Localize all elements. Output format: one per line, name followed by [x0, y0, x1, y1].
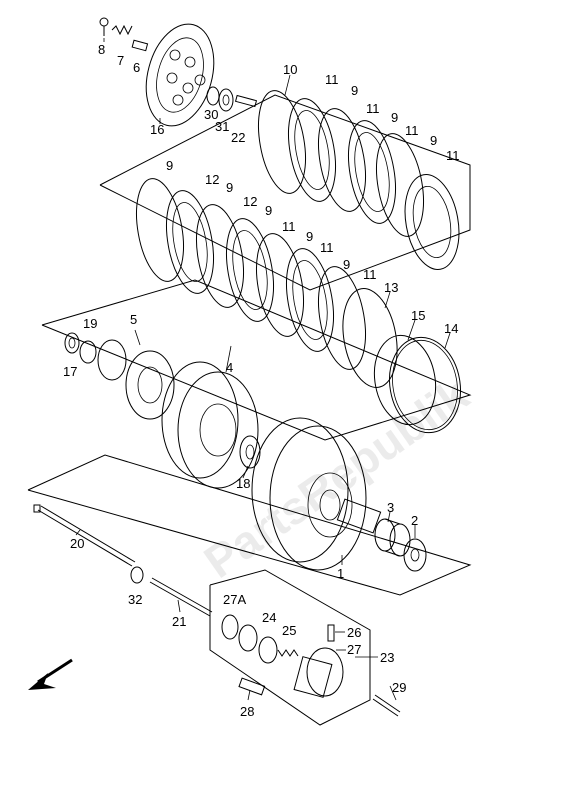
- label-6: 6: [133, 60, 140, 75]
- label-22: 22: [231, 130, 245, 145]
- label-9a: 9: [351, 83, 358, 98]
- label-7: 7: [117, 53, 124, 68]
- spring-25: [277, 649, 299, 657]
- washer-18: [239, 435, 261, 469]
- damper-5: [97, 339, 175, 420]
- release-piston-27a: [221, 614, 239, 640]
- label-30: 30: [204, 107, 218, 122]
- label-9f: 9: [265, 203, 272, 218]
- label-27: 27: [347, 642, 361, 657]
- label-11g: 11: [363, 267, 377, 282]
- washer-32: [130, 566, 144, 584]
- label-9e: 9: [226, 180, 233, 195]
- label-11d: 11: [446, 148, 460, 163]
- label-8: 8: [98, 42, 105, 57]
- label-20: 20: [70, 536, 84, 551]
- dowel-pin-28: [238, 677, 266, 696]
- label-23: 23: [380, 650, 394, 665]
- label-11b: 11: [366, 101, 380, 116]
- washer-19: [79, 340, 97, 364]
- label-12b: 12: [243, 194, 257, 209]
- label-17: 17: [63, 364, 77, 379]
- push-rod-21: [149, 577, 213, 617]
- label-9b: 9: [391, 110, 398, 125]
- label-31: 31: [215, 119, 229, 134]
- label-9c: 9: [430, 133, 437, 148]
- clutch-plates-upper: [258, 90, 460, 270]
- label-32: 32: [128, 592, 142, 607]
- rod-22: [234, 94, 258, 108]
- bleeder-26: [327, 624, 335, 642]
- label-21: 21: [172, 614, 186, 629]
- needle-bearing-3: [374, 518, 411, 557]
- bolt-8: [99, 17, 109, 36]
- label-11e: 11: [282, 219, 296, 234]
- label-29: 29: [392, 680, 406, 695]
- label-11a: 11: [325, 72, 339, 87]
- spring-7: [111, 24, 133, 36]
- label-26: 26: [347, 625, 361, 640]
- thrust-washer-2: [403, 538, 427, 572]
- label-1: 1: [337, 566, 344, 581]
- label-11f: 11: [320, 240, 334, 255]
- label-3: 3: [387, 500, 394, 515]
- label-9d: 9: [166, 158, 173, 173]
- pressure-plate-16: [145, 23, 215, 127]
- washer-30: [206, 86, 220, 106]
- leader-lines: [75, 38, 451, 701]
- label-15: 15: [411, 308, 425, 323]
- label-13: 13: [384, 280, 398, 295]
- front-arrow-icon: [28, 658, 73, 690]
- group-frame-lower: [27, 454, 472, 596]
- label-19: 19: [83, 316, 97, 331]
- label-10: 10: [283, 62, 297, 77]
- label-2: 2: [411, 513, 418, 528]
- label-9h: 9: [343, 257, 350, 272]
- group-frame-bracket-23: [209, 569, 371, 726]
- seat-ring-15: [373, 334, 437, 426]
- clutch-hub-4: [161, 361, 259, 489]
- seal-24: [238, 624, 278, 664]
- group-frame-upper: [99, 94, 471, 291]
- label-11c: 11: [405, 123, 419, 138]
- label-24: 24: [262, 610, 276, 625]
- label-12a: 12: [205, 172, 219, 187]
- washer-6: [131, 39, 149, 52]
- wire-ring-14: [389, 336, 461, 434]
- label-4: 4: [226, 360, 233, 375]
- label-16: 16: [150, 122, 164, 137]
- release-cylinder-23: [293, 647, 344, 698]
- label-5: 5: [130, 312, 137, 327]
- label-14: 14: [444, 321, 458, 336]
- label-25: 25: [282, 623, 296, 638]
- label-28: 28: [240, 704, 254, 719]
- bolt-29: [372, 694, 401, 717]
- push-rod-20: [33, 504, 136, 567]
- label-9g: 9: [306, 229, 313, 244]
- bearing-31: [218, 88, 234, 112]
- label-18: 18: [236, 476, 250, 491]
- clutch-housing-1: [251, 417, 382, 571]
- washer-17: [64, 332, 80, 354]
- label-27a: 27A: [223, 592, 246, 607]
- clutch-plates-middle: [136, 178, 398, 388]
- group-frame-middle: [41, 279, 472, 441]
